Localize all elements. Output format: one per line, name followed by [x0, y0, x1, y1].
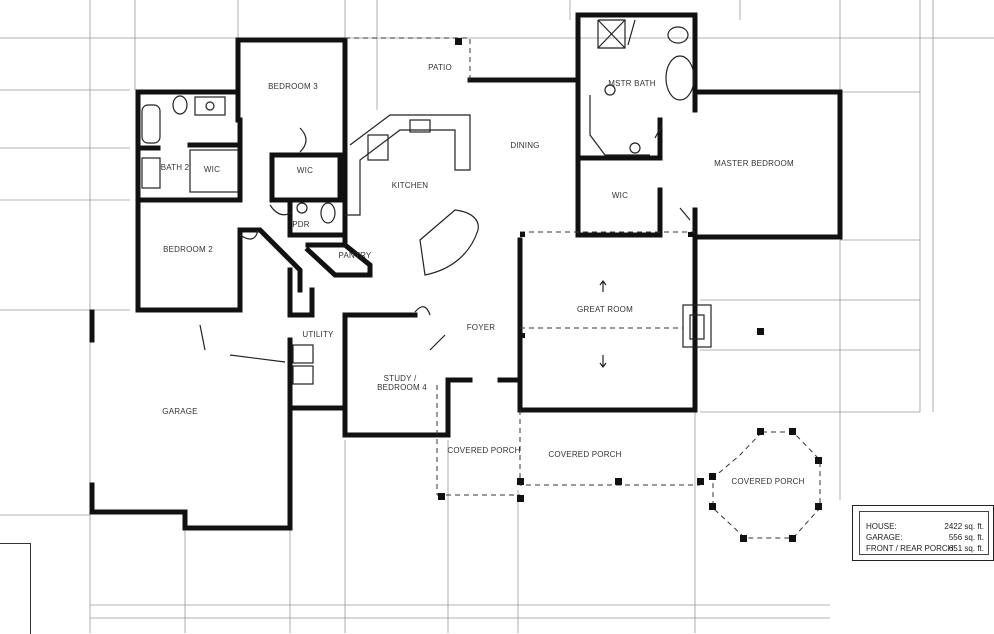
area-value-house: 2422 sq. ft. [944, 522, 984, 531]
label-covered-porch-entry: COVERED PORCH [447, 446, 520, 455]
label-bath-2: BATH 2 [161, 163, 190, 172]
label-bedroom-3: BEDROOM 3 [268, 82, 318, 91]
area-label-porch: FRONT / REAR PORCH: [866, 544, 956, 553]
area-value-garage: 556 sq. ft. [948, 533, 984, 542]
label-garage: GARAGE [162, 407, 197, 416]
label-great-room: GREAT ROOM [577, 305, 633, 314]
label-utility: UTILITY [302, 330, 334, 339]
label-dining: DINING [510, 141, 539, 150]
room-labels: BEDROOM 3 BATH 2 WIC BEDROOM 2 WIC PDR P… [161, 63, 805, 486]
label-wic-master: WIC [612, 191, 628, 200]
area-row-garage: GARAGE: 556 sq. ft. [866, 533, 984, 544]
area-row-porch: FRONT / REAR PORCH: 651 sq. ft. [866, 544, 984, 555]
label-mstr-bath: MSTR BATH [608, 79, 655, 88]
label-master-bedroom: MASTER BEDROOM [714, 159, 794, 168]
label-study: STUDY / [384, 374, 417, 383]
label-covered-porch-main: COVERED PORCH [548, 450, 621, 459]
area-summary-inner: HOUSE: 2422 sq. ft. GARAGE: 556 sq. ft. … [859, 511, 989, 555]
label-covered-porch-round: COVERED PORCH [731, 477, 804, 486]
walls [89, 12, 843, 531]
notes-legend-panel [0, 543, 31, 634]
label-pdr: PDR [292, 220, 310, 229]
area-summary-box: HOUSE: 2422 sq. ft. GARAGE: 556 sq. ft. … [852, 505, 994, 561]
porches [345, 37, 822, 542]
label-wic-bath-2: WIC [204, 165, 220, 174]
area-value-porch: 651 sq. ft. [948, 544, 984, 553]
label-bedroom-4: BEDROOM 4 [377, 383, 427, 392]
label-pantry: PANTRY [339, 251, 372, 260]
area-row-house: HOUSE: 2422 sq. ft. [866, 522, 984, 533]
label-kitchen: KITCHEN [392, 181, 429, 190]
great-room-arrows [599, 280, 607, 368]
label-wic-bedroom-3: WIC [297, 166, 313, 175]
area-label-garage: GARAGE: [866, 533, 903, 542]
label-foyer: FOYER [467, 323, 496, 332]
area-label-house: HOUSE: [866, 522, 897, 531]
label-bedroom-2: BEDROOM 2 [163, 245, 213, 254]
label-patio: PATIO [428, 63, 452, 72]
